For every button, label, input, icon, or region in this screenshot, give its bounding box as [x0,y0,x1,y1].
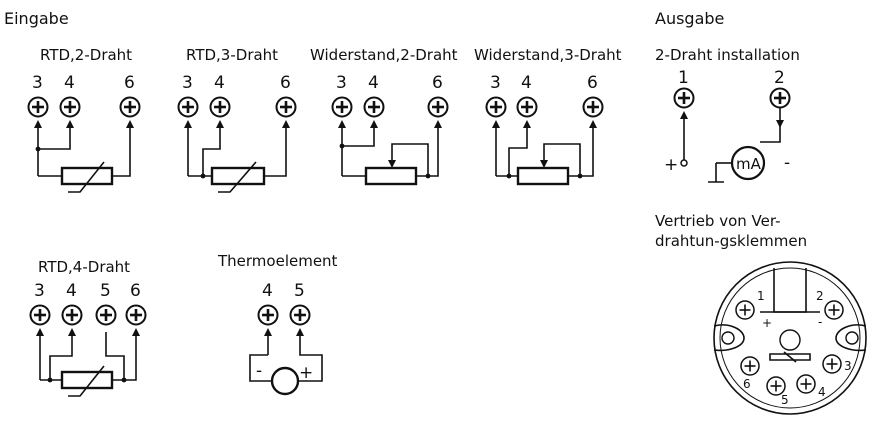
potentiometer-icon [516,166,570,186]
rtd4-terminal-6-label: 6 [130,281,141,301]
rtd-resistor-icon [210,161,266,193]
output-terminal-2-label: 2 [774,68,785,88]
res2-terminal-4-label: 4 [368,73,379,93]
res3-terminal-3-label: 3 [490,73,501,93]
output-heading: Ausgabe [655,9,724,28]
rtd-2-wire-diagram: RTD,2-Draht 3 4 6 [27,46,141,193]
layout-label-4: 4 [818,385,826,399]
rtd4-title: RTD,4-Draht [38,258,130,276]
input-heading: Eingabe [4,9,69,28]
screw-terminal-icon [796,374,816,394]
rtd2-terminal-3-label: 3 [32,73,43,93]
screw-terminal-icon [740,356,760,376]
rtd2-title: RTD,2-Draht [40,46,132,64]
screw-terminal-icon [516,96,538,118]
rtd4-terminal-4-label: 4 [66,281,77,301]
screw-terminal-icon [209,96,231,118]
output-two-wire-title: 2-Draht installation [655,46,800,64]
layout-plus-sign: + [762,316,772,330]
layout-label-6: 6 [743,377,751,391]
layout-label-3: 3 [844,359,852,373]
screw-terminal-icon [257,304,279,326]
rtd3-terminal-4-label: 4 [214,73,225,93]
output-terminal-1-label: 1 [678,68,689,88]
resistor-2-wire-diagram: Widerstand,2-Draht 3 4 6 [310,46,458,186]
screw-terminal-icon [824,300,844,320]
screw-terminal-icon [125,304,147,326]
screw-terminal-icon [59,96,81,118]
thermo-plus-sign: + [299,363,313,383]
layout-label-2: 2 [816,289,824,303]
res3-title: Widerstand,3-Draht [474,46,622,64]
screw-terminal-icon [769,87,791,109]
terminal-layout-diagram: Vertrieb von Ver- drahtun-gsklemmen 1 2 … [655,212,867,415]
screw-terminal-icon [485,96,507,118]
screw-terminal-icon [673,87,695,109]
screw-terminal-icon [427,96,449,118]
terminal-layout-title-line1: Vertrieb von Ver- [655,212,781,230]
ammeter-icon: mA [730,145,766,181]
output-plus-sign: + [664,155,678,175]
layout-label-1: 1 [757,289,765,303]
screw-terminal-icon [95,304,117,326]
rtd-resistor-icon [60,161,114,193]
rtd3-title: RTD,3-Draht [186,46,278,64]
screw-terminal-icon [582,96,604,118]
screw-terminal-icon [61,304,83,326]
resistor-3-wire-diagram: Widerstand,3-Draht 3 4 6 [474,46,622,186]
ammeter-label: mA [736,155,762,173]
res2-terminal-3-label: 3 [336,73,347,93]
rtd-resistor-icon [60,365,114,397]
rtd4-terminal-5-label: 5 [100,281,111,301]
rtd-4-wire-diagram: RTD,4-Draht 3 4 5 6 [29,258,147,397]
thermocouple-diagram: Thermoelement 4 5 - + [217,252,338,396]
res2-title: Widerstand,2-Draht [310,46,458,64]
thermo-minus-sign: - [256,361,262,381]
screw-terminal-icon [331,96,353,118]
thermo-title: Thermoelement [217,252,338,270]
screw-terminal-icon [275,96,297,118]
screw-terminal-icon [119,96,141,118]
res3-terminal-6-label: 6 [587,73,598,93]
potentiometer-icon [364,166,418,186]
rtd2-terminal-4-label: 4 [64,73,75,93]
screw-terminal-icon [29,304,51,326]
screw-terminal-icon [735,300,755,320]
rtd3-terminal-3-label: 3 [182,73,193,93]
screw-terminal-icon [822,354,842,374]
thermo-terminal-4-label: 4 [262,281,273,301]
screw-terminal-icon [27,96,49,118]
rtd2-terminal-6-label: 6 [124,73,135,93]
output-2-wire-diagram: 2-Draht installation 1 2 + mA - [655,46,800,183]
screw-terminal-icon [177,96,199,118]
screw-terminal-icon [363,96,385,118]
terminal-layout-title-line2: drahtun-gsklemmen [655,232,807,250]
thermo-terminal-5-label: 5 [294,281,305,301]
rtd3-terminal-6-label: 6 [280,73,291,93]
layout-minus-sign: - [818,315,822,329]
res2-terminal-6-label: 6 [432,73,443,93]
output-minus-sign: - [784,153,790,173]
thermocouple-icon [270,366,300,396]
screw-terminal-icon [289,304,311,326]
rtd-3-wire-diagram: RTD,3-Draht 3 4 6 [177,46,297,193]
ground-icon [708,163,724,183]
res3-terminal-4-label: 4 [521,73,532,93]
layout-label-5: 5 [781,393,789,407]
rtd4-terminal-3-label: 3 [34,281,45,301]
